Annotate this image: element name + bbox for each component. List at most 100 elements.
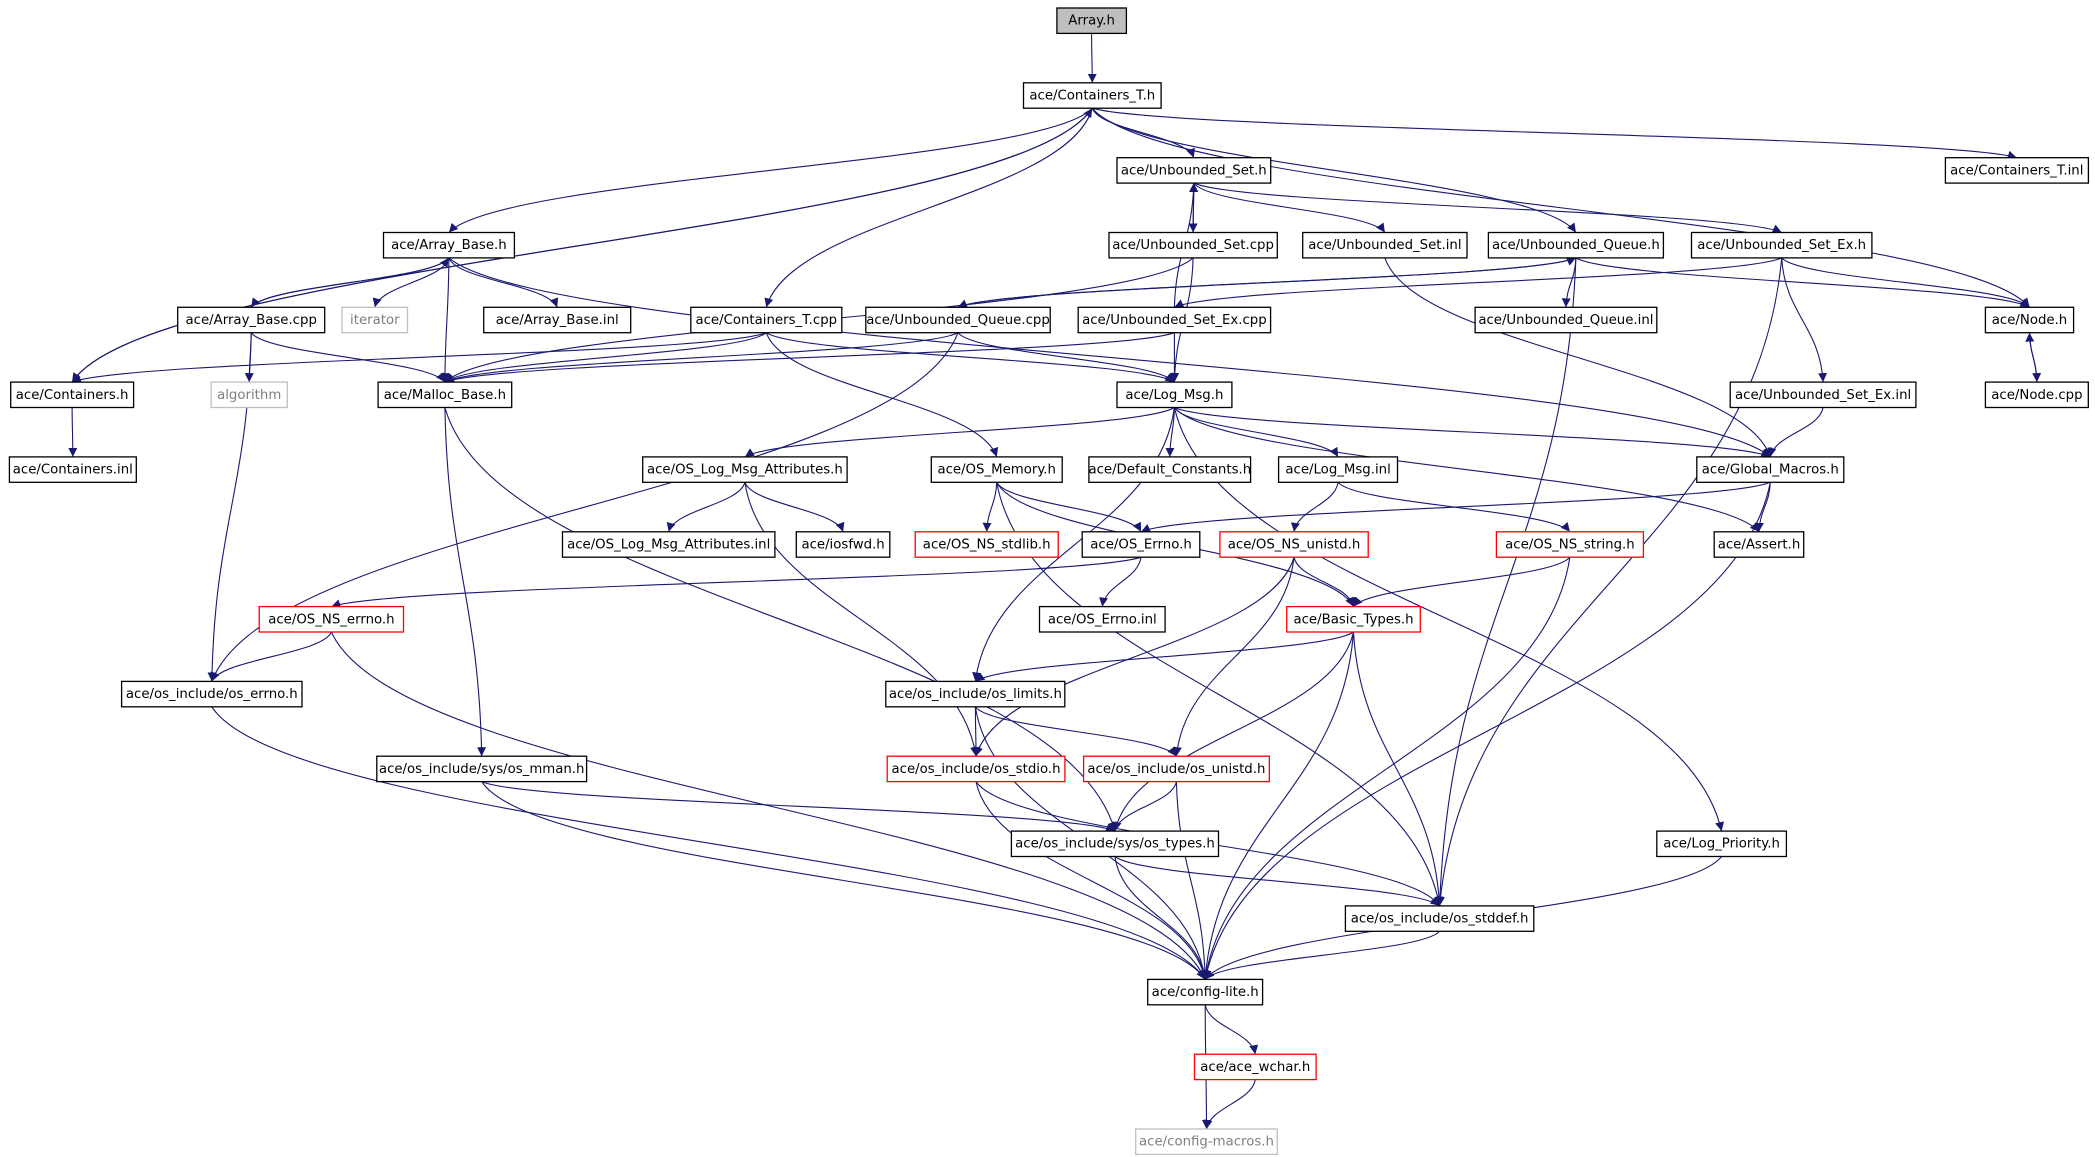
edge-os-log-msg-attr-h-to-os-include-os-stdio-h [744,482,980,757]
node-containers-t-inl[interactable]: ace/Containers_T.inl [1944,157,2090,184]
edge-unbounded-set-h-to-unbounded-set-inl [1193,182,1386,233]
node-containers-t-h[interactable]: ace/Containers_T.h [1022,82,1162,109]
node-label: ace/Unbounded_Set.inl [1308,238,1461,253]
node-label: iterator [350,313,400,328]
node-os-ns-errno-h[interactable]: ace/OS_NS_errno.h [258,605,405,633]
node-label: ace/Containers.inl [13,463,133,478]
node-assert-h[interactable]: ace/Assert.h [1713,531,1805,558]
node-box [1147,978,1264,1006]
edge-log-msg-h-to-assert-h [1173,407,1760,533]
node-node-cpp[interactable]: ace/Node.cpp [1984,381,2089,409]
node-array-base-h[interactable]: ace/Array_Base.h [382,231,516,259]
node-log-msg-inl[interactable]: ace/Log_Msg.inl [1277,456,1399,483]
node-iosfwd-h[interactable]: ace/iosfwd.h [795,531,891,558]
node-containers-inl[interactable]: ace/Containers.inl [8,456,137,483]
node-box [1116,381,1233,409]
node-iterator[interactable]: iterator [341,306,409,334]
node-label: ace/Array_Base.h [391,238,507,253]
edge-containers-t-h-to-unbounded-queue-h [1091,107,1577,233]
node-label: ace/OS_Errno.inl [1048,612,1157,627]
edge-array-base-h-to-array-base-inl [448,257,559,308]
node-node-h[interactable]: ace/Node.h [1984,306,2075,334]
node-label: ace/Node.cpp [1991,388,2082,403]
node-os-include-sys-os-mman-h[interactable]: ace/os_include/sys/os_mman.h [376,755,588,783]
node-unbounded-queue-cpp[interactable]: ace/Unbounded_Queue.cpp [865,306,1051,334]
node-log-msg-h[interactable]: ace/Log_Msg.h [1116,381,1233,409]
node-box [1108,231,1278,259]
node-box [377,381,513,409]
node-config-macros-h[interactable]: ace/config-macros.h [1135,1128,1278,1156]
node-array-base-inl[interactable]: ace/Array_Base.inl [483,306,632,334]
node-label: ace/Global_Macros.h [1702,463,1839,478]
node-os-errno-h[interactable]: ace/OS_Errno.h [1081,531,1201,558]
node-os-log-msg-attr-h[interactable]: ace/OS_Log_Msg_Attributes.h [642,456,848,483]
node-os-include-sys-os-types-h[interactable]: ace/os_include/sys/os_types.h [1010,830,1220,858]
node-os-ns-stdlib-h[interactable]: ace/OS_NS_stdlib.h [914,531,1059,558]
edge-ace-wchar-h-to-config-macros-h [1203,1079,1256,1130]
node-box [1984,306,2075,334]
node-os-ns-unistd-h[interactable]: ace/OS_NS_unistd.h [1219,531,1369,558]
node-box [1081,531,1201,558]
node-box [10,381,135,409]
node-unbounded-queue-inl[interactable]: ace/Unbounded_Queue.inl [1474,306,1658,334]
node-unbounded-set-inl[interactable]: ace/Unbounded_Set.inl [1302,231,1468,259]
node-malloc-base-h[interactable]: ace/Malloc_Base.h [377,381,513,409]
node-array-base-cpp[interactable]: ace/Array_Base.cpp [177,306,326,334]
edge-unbounded-queue-h-to-os-include-os-stddef-h [1435,257,1577,906]
node-ace-wchar-h[interactable]: ace/ace_wchar.h [1193,1053,1317,1081]
edge-containers-t-h-to-unbounded-set-h [1091,107,1195,158]
node-os-memory-h[interactable]: ace/OS_Memory.h [930,456,1063,483]
node-unbounded-set-ex-cpp[interactable]: ace/Unbounded_Set_Ex.cpp [1077,306,1272,334]
edge-os-include-os-stddef-h-to-config-lite-h [1204,930,1441,980]
edge-containers-t-cpp-to-containers-h [71,332,767,383]
node-label: ace/Log_Msg.inl [1285,463,1390,478]
edge-unbounded-queue-cpp-to-unbounded-queue-h [957,257,1577,308]
node-os-log-msg-attr-inl[interactable]: ace/OS_Log_Msg_Attributes.inl [561,531,776,558]
node-box [1116,157,1272,184]
edge-global-macros-h-to-assert-h [1754,482,1771,532]
node-unbounded-set-cpp[interactable]: ace/Unbounded_Set.cpp [1108,231,1278,259]
node-box [1088,456,1252,483]
node-os-include-os-unistd-h[interactable]: ace/os_include/os_unistd.h [1082,755,1270,783]
edge-unbounded-set-ex-h-to-os-include-os-stddef-h [1435,257,1783,906]
edge-global-macros-h-to-config-lite-h [1202,482,1771,980]
edge-os-errno-h-to-os-ns-errno-h [331,556,1142,608]
node-os-include-os-stdio-h[interactable]: ace/os_include/os_stdio.h [886,755,1066,783]
edge-os-include-os-unistd-h-to-os-include-sys-os-types-h [1112,781,1177,832]
edge-log-msg-inl-to-os-ns-unistd-h [1290,482,1339,532]
node-os-include-os-errno-h[interactable]: ace/os_include/os_errno.h [120,680,303,708]
node-label: ace/os_include/os_unistd.h [1087,762,1265,777]
edge-unbounded-set-ex-cpp-to-malloc-base-h [444,332,1175,384]
node-box [930,456,1063,483]
node-basic-types-h[interactable]: ace/Basic_Types.h [1286,605,1421,633]
node-containers-t-cpp[interactable]: ace/Containers_T.cpp [690,306,843,334]
node-label: ace/Array_Base.inl [496,313,619,328]
edge-os-ns-string-h-to-config-lite-h [1202,557,1571,980]
node-unbounded-set-h[interactable]: ace/Unbounded_Set.h [1116,157,1272,184]
node-box [1082,755,1270,783]
edge-log-msg-h-to-default-constants-h [1165,407,1175,457]
edge-os-include-sys-os-mman-h-to-os-include-sys-os-types-h [481,781,1116,832]
node-array-h[interactable]: Array.h [1056,7,1128,35]
node-box [1729,381,1917,409]
edge-os-include-sys-os-types-h-to-os-include-os-stddef-h [1114,855,1440,907]
node-box [914,531,1059,558]
node-default-constants-h[interactable]: ace/Default_Constants.h [1088,456,1252,483]
node-os-errno-inl[interactable]: ace/OS_Errno.inl [1038,605,1166,633]
node-unbounded-set-ex-h[interactable]: ace/Unbounded_Set_Ex.h [1690,231,1873,259]
node-box [1984,381,2089,409]
node-box [1713,531,1805,558]
node-unbounded-set-ex-inl[interactable]: ace/Unbounded_Set_Ex.inl [1729,381,1917,409]
edge-log-msg-h-to-os-include-os-limits-h [972,407,1175,682]
node-label: ace/Assert.h [1718,538,1801,553]
node-algorithm[interactable]: algorithm [210,381,288,409]
node-log-priority-h[interactable]: ace/Log_Priority.h [1656,830,1788,858]
node-containers-h[interactable]: ace/Containers.h [10,381,135,409]
node-os-ns-string-h[interactable]: ace/OS_NS_string.h [1495,531,1645,558]
node-label: Array.h [1068,14,1115,29]
node-os-include-os-stddef-h[interactable]: ace/os_include/os_stddef.h [1344,905,1535,932]
node-global-macros-h[interactable]: ace/Global_Macros.h [1696,456,1845,483]
node-os-include-os-limits-h[interactable]: ace/os_include/os_limits.h [885,680,1066,708]
node-config-lite-h[interactable]: ace/config-lite.h [1147,978,1264,1006]
node-unbounded-queue-h[interactable]: ace/Unbounded_Queue.h [1487,231,1665,259]
